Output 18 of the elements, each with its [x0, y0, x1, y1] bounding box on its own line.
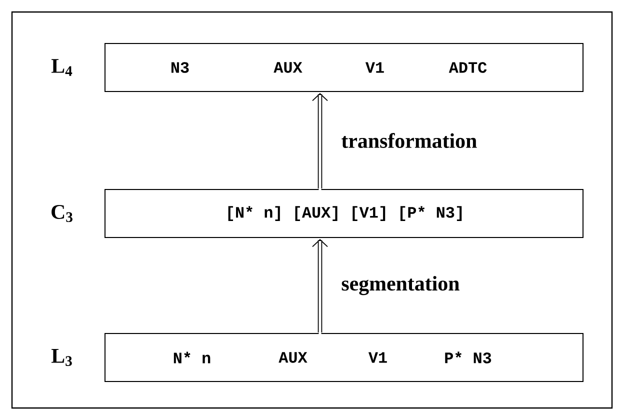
edge-label: segmentation: [342, 276, 460, 296]
node-label: AUX: [274, 62, 302, 73]
node-label: V1: [365, 62, 384, 73]
node-label: N* n: [174, 352, 210, 364]
double-arrow: [312, 239, 328, 334]
node-label: P* N3: [445, 352, 492, 364]
level-label: L$_{4}$: [51, 59, 72, 76]
node-label: AUX: [278, 352, 308, 363]
text-box: [N* n] [AUX] [V1] [P* N3]: [104, 189, 584, 238]
double-arrow: [312, 93, 328, 190]
text-box: N* n AUX V1 P* N3: [104, 333, 584, 382]
text-box: N3 AUX V1 ADTC: [104, 43, 584, 92]
node-label: N3: [171, 62, 189, 73]
node-label: V1: [368, 352, 387, 363]
node-label: ADTC: [448, 62, 487, 73]
level-label: L$_{3}$: [51, 349, 72, 366]
edge-label: transformation: [342, 133, 477, 148]
level-label: C$_{3}$: [52, 204, 72, 222]
